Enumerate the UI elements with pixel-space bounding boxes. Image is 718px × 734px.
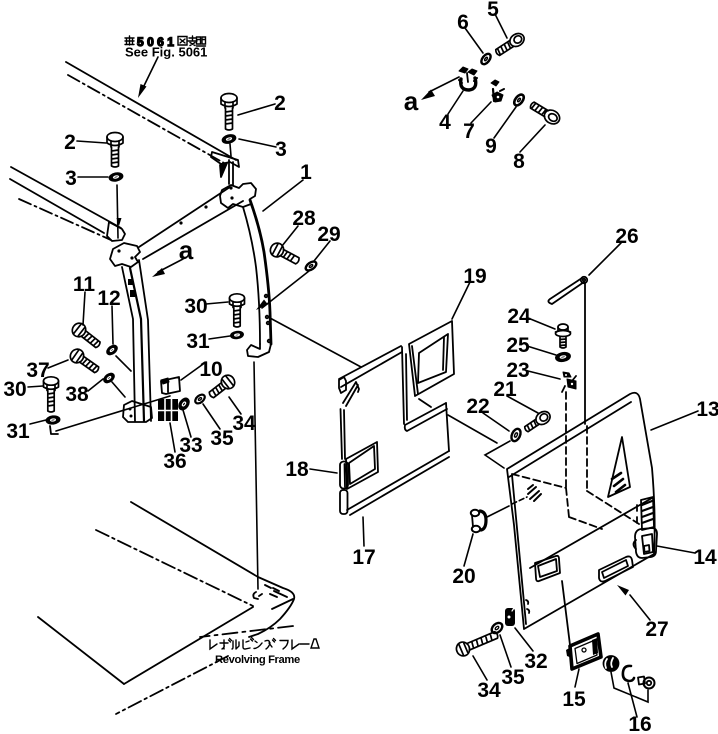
svg-text:26: 26 (615, 225, 638, 248)
svg-text:35: 35 (210, 427, 234, 450)
svg-text:24: 24 (507, 305, 531, 328)
svg-text:38: 38 (65, 383, 89, 406)
svg-text:29: 29 (317, 223, 340, 246)
svg-text:30: 30 (3, 378, 26, 401)
svg-text:See Fig. 5061: See Fig. 5061 (125, 45, 207, 60)
svg-text:30: 30 (184, 295, 207, 318)
svg-text:19: 19 (463, 265, 486, 288)
svg-text:2: 2 (64, 131, 76, 154)
svg-text:20: 20 (452, 565, 475, 588)
svg-text:a: a (404, 86, 419, 116)
svg-text:a: a (179, 235, 194, 265)
svg-text:13: 13 (696, 398, 718, 421)
svg-text:31: 31 (6, 420, 30, 443)
svg-text:27: 27 (645, 618, 668, 641)
svg-text:37: 37 (26, 359, 49, 382)
svg-text:15: 15 (562, 688, 586, 711)
svg-text:16: 16 (628, 713, 651, 734)
svg-text:4: 4 (439, 111, 451, 134)
svg-text:23: 23 (506, 359, 529, 382)
svg-text:34: 34 (232, 412, 256, 435)
svg-text:18: 18 (285, 458, 309, 481)
svg-text:21: 21 (493, 378, 517, 401)
svg-text:11: 11 (73, 273, 96, 296)
svg-text:33: 33 (179, 434, 202, 457)
svg-text:1: 1 (300, 161, 312, 184)
svg-text:5061: 5061 (137, 35, 177, 49)
svg-text:7: 7 (463, 120, 475, 143)
svg-text:34: 34 (477, 679, 501, 702)
svg-text:35: 35 (501, 666, 525, 689)
svg-text:31: 31 (186, 330, 210, 353)
svg-text:3: 3 (275, 138, 287, 161)
svg-text:6: 6 (457, 11, 469, 34)
svg-text:8: 8 (513, 150, 525, 173)
svg-text:2: 2 (274, 92, 286, 115)
svg-text:32: 32 (524, 650, 547, 673)
svg-text:Revolving Frame: Revolving Frame (215, 654, 300, 666)
svg-text:3: 3 (65, 167, 77, 190)
svg-text:28: 28 (292, 207, 316, 230)
svg-text:12: 12 (97, 287, 120, 310)
svg-text:17: 17 (352, 546, 375, 569)
svg-text:5: 5 (487, 0, 499, 21)
svg-text:36: 36 (163, 450, 186, 473)
svg-text:25: 25 (506, 334, 530, 357)
svg-text:22: 22 (466, 395, 489, 418)
svg-text:14: 14 (693, 546, 717, 569)
svg-text:10: 10 (199, 358, 222, 381)
svg-text:9: 9 (485, 135, 497, 158)
